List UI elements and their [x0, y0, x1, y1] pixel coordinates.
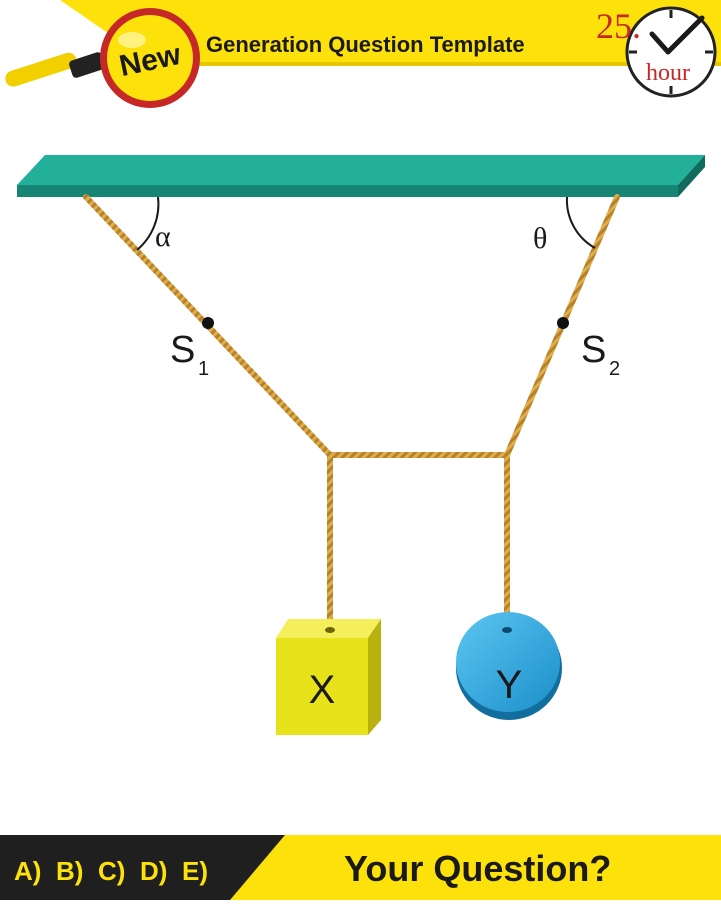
footer: [0, 835, 721, 900]
header: New Generation Question Template 25. hou…: [5, 0, 721, 108]
point-s2: [557, 317, 569, 329]
option-e: E): [182, 856, 208, 886]
page-title: Generation Question Template: [206, 32, 525, 57]
label-s1-sub: 1: [198, 358, 209, 380]
option-d: D): [140, 856, 167, 886]
magnifier-icon: [5, 8, 200, 108]
hour-number: 25.: [596, 6, 641, 46]
label-s1: S: [170, 329, 195, 371]
clock-icon: [625, 6, 717, 98]
header-banner-shadow: [150, 62, 721, 66]
ropes: [83, 194, 620, 633]
option-b: B): [56, 856, 83, 886]
label-s2-sub: 2: [609, 358, 620, 380]
block-x: [276, 619, 381, 735]
angle-alpha: α: [155, 220, 171, 253]
label-s2: S: [581, 329, 606, 371]
option-c: C): [98, 856, 125, 886]
angle-arc-right: [565, 196, 596, 249]
hour-unit: hour: [646, 60, 690, 86]
footer-dark-panel: [0, 835, 285, 900]
point-s1: [202, 317, 214, 329]
option-a: A): [14, 856, 41, 886]
angle-arc-left: [136, 196, 160, 251]
angle-theta: θ: [533, 222, 547, 255]
disc-y: [456, 612, 562, 720]
question-text: Your Question?: [344, 848, 611, 889]
block-x-label: X: [309, 668, 336, 712]
disc-y-label: Y: [496, 663, 523, 707]
ceiling-shelf: [17, 155, 705, 197]
header-banner: [60, 0, 721, 62]
